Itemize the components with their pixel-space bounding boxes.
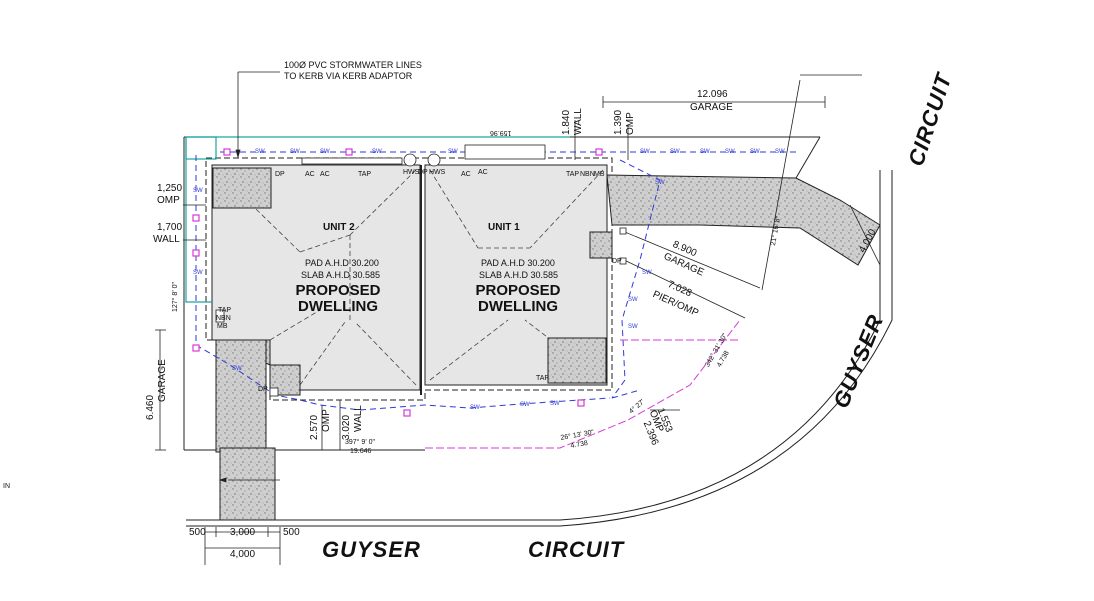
dim-wall-top-label: WALL bbox=[573, 108, 584, 135]
fixture-ac-4: AC bbox=[478, 169, 488, 176]
dim-wall-top: 1.840 bbox=[561, 109, 572, 135]
dim-wall-left: 1,700 bbox=[157, 222, 183, 233]
sw-label: SW bbox=[232, 366, 242, 372]
unit1-title-line1: PROPOSED bbox=[475, 282, 561, 299]
fixture-dp-bottom: DP bbox=[258, 386, 268, 393]
stormwater-note-line1: 100Ø PVC STORMWATER LINES bbox=[284, 60, 422, 70]
fixture-ac-3: AC bbox=[461, 171, 471, 178]
fixture-dp-mid: DP bbox=[418, 169, 428, 176]
sw-label: SW bbox=[470, 405, 480, 411]
sw-label: SW bbox=[520, 402, 530, 408]
fixture-nbn-left: NBN bbox=[216, 315, 231, 322]
dim-omp-bottom-label: OMP bbox=[321, 409, 332, 432]
leader-lines bbox=[218, 71, 862, 483]
unit1-title-line2: DWELLING bbox=[478, 298, 558, 315]
sw-label: SW bbox=[372, 149, 382, 155]
fixture-tap-left: TAP bbox=[218, 307, 232, 314]
dim-garage-top-label: GARAGE bbox=[690, 102, 733, 113]
street-kerb bbox=[186, 170, 893, 527]
fixture-hws-unit1: HWS bbox=[429, 169, 446, 176]
sw-label: SW bbox=[700, 149, 710, 155]
stormwater-pits bbox=[192, 148, 603, 417]
fixture-dp-unit2: DP bbox=[275, 171, 285, 178]
fixture-mb-unit1: MB bbox=[594, 171, 605, 178]
dim-omp-left: 1,250 bbox=[157, 183, 183, 194]
dim-omp-bottom: 2.570 bbox=[309, 414, 320, 440]
sw-label: SW bbox=[290, 149, 300, 155]
fixture-tap-bottom: TAP bbox=[536, 375, 550, 382]
dim-bottom-4000: 4,000 bbox=[230, 549, 256, 560]
sw-label: SW bbox=[550, 401, 560, 407]
dim-wall-bottom-label: WALL bbox=[353, 405, 364, 432]
bearing-bottom: 397° 9' 0" bbox=[345, 439, 375, 446]
fence-line bbox=[185, 136, 570, 303]
dim-garage-top: 12.096 bbox=[697, 89, 728, 100]
sw-label: SW bbox=[193, 270, 203, 276]
fixture-ac-2: AC bbox=[320, 171, 330, 178]
dimension-lines bbox=[155, 96, 881, 565]
dim-garage-left-label: GARAGE bbox=[157, 359, 168, 402]
dim-omp-top: 1.390 bbox=[613, 109, 624, 135]
margin-text: IN bbox=[3, 483, 10, 490]
fixture-ac-1: AC bbox=[305, 171, 315, 178]
dim-bottom-500-right: 500 bbox=[283, 527, 300, 538]
unit2-name: UNIT 2 bbox=[323, 222, 355, 233]
dim-omp-left-label: OMP bbox=[157, 195, 180, 206]
dwelling-footprints bbox=[211, 164, 608, 395]
unit2-title-line2: DWELLING bbox=[298, 298, 378, 315]
sw-label: SW bbox=[193, 188, 203, 194]
fixture-markers bbox=[215, 144, 627, 397]
sw-label: SW bbox=[640, 149, 650, 155]
setback-pink bbox=[425, 319, 741, 449]
fixture-dp-right: DP bbox=[612, 258, 622, 265]
driveways bbox=[212, 167, 881, 521]
unit2-pad: PAD A.H.D 30.200 bbox=[305, 258, 379, 268]
sw-label: SW bbox=[750, 149, 760, 155]
unit1-name: UNIT 1 bbox=[488, 222, 520, 233]
bearing-left: 127° 8' 0" bbox=[172, 282, 179, 312]
dim-omp-top-label: OMP bbox=[625, 112, 636, 135]
unit2-title-line1: PROPOSED bbox=[295, 282, 381, 299]
bearing-top: 159.96 bbox=[490, 129, 512, 136]
fixture-mb-left: MB bbox=[217, 323, 228, 330]
dim-garage-left: 6.460 bbox=[145, 394, 156, 420]
fixture-tap-unit1: TAP bbox=[566, 171, 580, 178]
unit1-pad: PAD A.H.D 30.200 bbox=[481, 258, 555, 268]
street-name-guyser-bottom: GUYSER bbox=[322, 537, 421, 562]
dim-bottom-3000: 3,000 bbox=[230, 527, 256, 538]
bearing-bottom-length: 19.646 bbox=[350, 448, 372, 455]
unit1-slab: SLAB A.H.D 30.585 bbox=[479, 270, 559, 280]
sw-label: SW bbox=[655, 180, 665, 186]
sw-label: SW bbox=[628, 297, 638, 303]
unit2-slab: SLAB A.H.D 30.585 bbox=[301, 270, 381, 280]
sw-label: SW bbox=[320, 149, 330, 155]
sw-label: SW bbox=[670, 149, 680, 155]
street-name-circuit-bottom: CIRCUIT bbox=[528, 537, 625, 562]
fixture-hws-unit2: HWS bbox=[403, 169, 420, 176]
sw-label: SW bbox=[255, 149, 265, 155]
fixture-nbn-unit1: NBN bbox=[580, 171, 595, 178]
sw-label: SW bbox=[775, 149, 785, 155]
sw-label: SW bbox=[725, 149, 735, 155]
unit2-title: PROPOSED DWELLING bbox=[288, 283, 388, 315]
dim-wall-bottom: 3.020 bbox=[341, 414, 352, 440]
sw-label: SW bbox=[642, 270, 652, 276]
unit1-title: PROPOSED DWELLING bbox=[468, 283, 568, 315]
sw-label: SW bbox=[448, 149, 458, 155]
fixture-tap-unit2: TAP bbox=[358, 171, 372, 178]
dim-bottom-500-left: 500 bbox=[189, 527, 206, 538]
sw-label: SW bbox=[628, 324, 638, 330]
stormwater-note-line2: TO KERB VIA KERB ADAPTOR bbox=[284, 71, 413, 81]
dim-wall-left-label: WALL bbox=[153, 234, 180, 245]
